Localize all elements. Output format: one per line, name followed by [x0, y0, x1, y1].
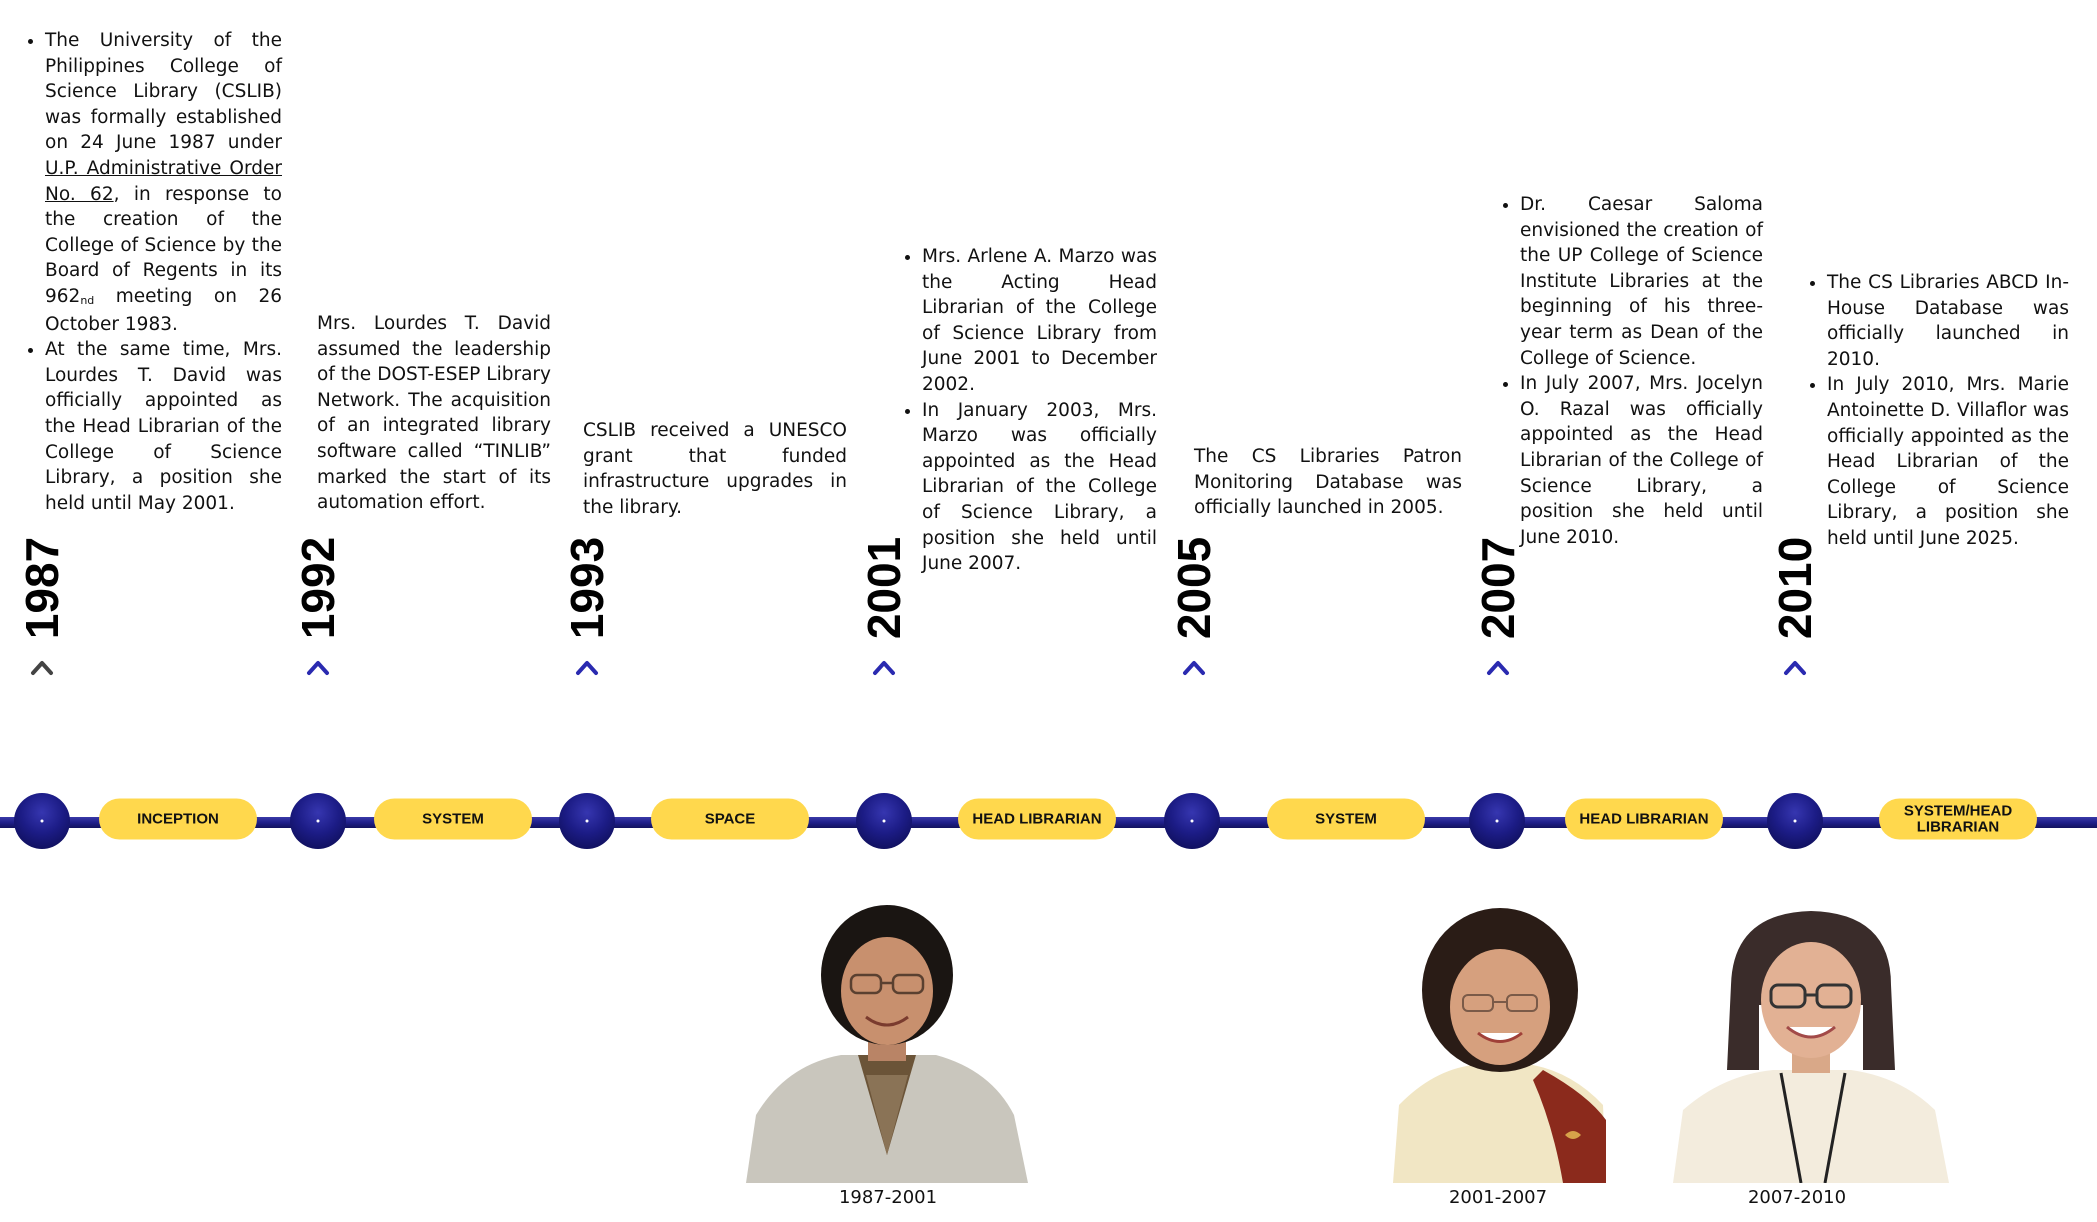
arrow-up-icon-2007: [1487, 661, 1509, 766]
arrow-up-icon-2005: [1183, 661, 1205, 766]
description-2010-item-2: In July 2010, Mrs. Marie Antoinette D. V…: [1827, 372, 2069, 551]
photo-caption-3: 2007-2010: [1747, 1187, 1847, 1208]
timeline-node-1992: [290, 793, 346, 849]
tag-pill-1993: SPACE: [651, 798, 809, 840]
description-2001: Mrs. Arlene A. Marzo was the Acting Head…: [892, 244, 1157, 577]
timeline-node-2010: [1767, 793, 1823, 849]
description-2010-item-1: The CS Libraries ABCD In-House Database …: [1827, 270, 2069, 372]
year-label-2001: 2001: [858, 536, 910, 640]
tag-pill-2007: HEAD LIBRARIAN: [1565, 798, 1723, 840]
description-2007-item-2: In July 2007, Mrs. Jocelyn O. Razal was …: [1520, 371, 1763, 550]
tag-pill-1987: INCEPTION: [99, 798, 257, 840]
arrow-up-icon-2010: [1784, 661, 1806, 766]
tag-pill-1992: SYSTEM: [374, 798, 532, 840]
timeline-node-2005: [1164, 793, 1220, 849]
year-label-2010: 2010: [1769, 536, 1821, 640]
description-2001-item-1: Mrs. Arlene A. Marzo was the Acting Head…: [922, 244, 1157, 398]
description-2010: The CS Libraries ABCD In-House Database …: [1797, 270, 2069, 552]
arrow-up-icon-1987: [31, 661, 53, 766]
librarian-portrait-photo-1: [746, 905, 1028, 1183]
description-1987: The University of the Philippines Colleg…: [15, 28, 282, 516]
description-2005: The CS Libraries Patron Monitoring Datab…: [1194, 446, 1462, 519]
arrow-up-icon-1993: [576, 661, 598, 766]
timeline-node-2001: [856, 793, 912, 849]
description-1987-item-1: The University of the Philippines Colleg…: [45, 28, 282, 337]
description-2007: Dr. Caesar Saloma envisioned the creatio…: [1490, 192, 1763, 550]
description-1987-item-2: At the same time, Mrs. Lourdes T. David …: [45, 337, 282, 516]
photo-caption-1: 1987-2001: [838, 1187, 938, 1208]
year-label-1987: 1987: [16, 536, 68, 640]
description-2007-item-1: Dr. Caesar Saloma envisioned the creatio…: [1520, 192, 1763, 371]
arrow-up-icon-2001: [873, 661, 895, 766]
timeline-node-1987: [14, 793, 70, 849]
year-label-2005: 2005: [1168, 536, 1220, 640]
admin-order-link[interactable]: U.P. Administrative Order No. 62: [45, 157, 282, 205]
description-2001-item-2: In January 2003, Mrs. Marzo was official…: [922, 398, 1157, 577]
librarian-portrait-photo-2: [1393, 905, 1606, 1183]
arrow-up-icon-1992: [307, 661, 329, 766]
year-label-1993: 1993: [561, 536, 613, 640]
photo-caption-2: 2001-2007: [1448, 1187, 1548, 1208]
description-1993: CSLIB received a UNESCO grant that funde…: [583, 420, 847, 518]
tag-pill-2005: SYSTEM: [1267, 798, 1425, 840]
year-label-2007: 2007: [1472, 536, 1524, 640]
description-1992: Mrs. Lourdes T. David assumed the leader…: [317, 313, 551, 514]
tag-pill-2010: SYSTEM/HEAD LIBRARIAN: [1879, 798, 2037, 840]
timeline-node-2007: [1469, 793, 1525, 849]
year-label-1992: 1992: [292, 536, 344, 640]
librarian-portrait-photo-3: [1673, 905, 1949, 1183]
timeline-node-1993: [559, 793, 615, 849]
tag-pill-2001: HEAD LIBRARIAN: [958, 798, 1116, 840]
